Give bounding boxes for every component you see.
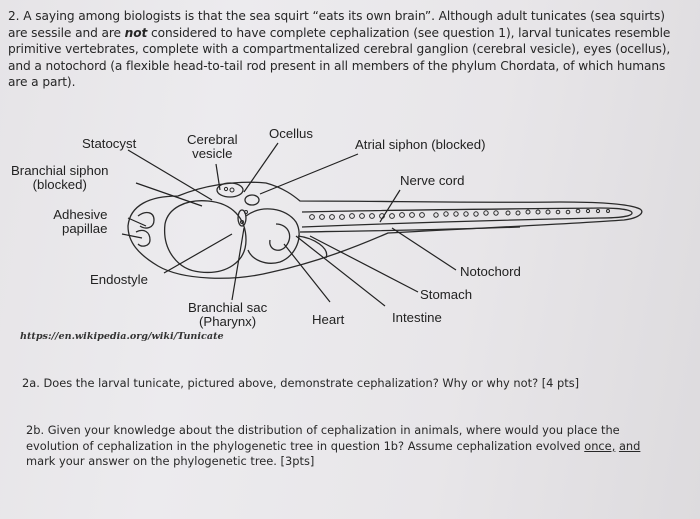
question-2-emphasis: not <box>124 25 148 40</box>
question-2-part2: considered to have complete cephalizatio… <box>8 25 671 90</box>
question-2b-underline-once: once, <box>584 438 616 453</box>
label-ocellus: Ocellus <box>269 126 313 141</box>
label-branchial-siphon-line2: (blocked) <box>32 177 87 192</box>
label-intestine: Intestine <box>392 310 442 325</box>
larva-body-outline <box>127 181 643 279</box>
label-endostyle: Endostyle <box>90 272 148 287</box>
label-branchial-sac-line1: Branchial sac <box>188 300 268 315</box>
label-heart: Heart <box>312 312 345 327</box>
question-2a-text: 2a. Does the larval tunicate, pictured a… <box>22 376 580 390</box>
label-cerebral-vesicle-line1: Cerebral <box>187 132 238 147</box>
question-2b-text: 2b. Given your knowledge about the distr… <box>26 423 666 470</box>
label-notochord: Notochord <box>460 264 521 279</box>
label-cerebral-vesicle: Cerebral vesicle <box>187 133 238 161</box>
source-citation: https://en.wikipedia.org/wiki/Tunicate <box>20 331 224 342</box>
label-branchial-siphon: Branchial siphon (blocked) <box>11 164 109 192</box>
label-branchial-sac-line2: (Pharynx) <box>199 314 257 329</box>
label-atrial-siphon: Atrial siphon (blocked) <box>355 137 486 152</box>
label-adhesive-papillae-line2: papillae <box>62 221 108 236</box>
label-adhesive-papillae: Adhesive papillae <box>52 208 107 236</box>
label-stomach: Stomach <box>420 287 473 302</box>
notochord-band <box>301 207 633 228</box>
question-2-text: 2. A saying among biologists is that the… <box>8 8 673 91</box>
label-branchial-sac: Branchial sac (Pharynx) <box>188 301 267 329</box>
question-2b-part2: mark your answer on the phylogenetic tre… <box>26 454 315 468</box>
question-2b-underline-and: and <box>618 438 641 453</box>
label-nerve-cord: Nerve cord <box>400 173 465 188</box>
cerebral-vesicle-shape <box>216 182 244 198</box>
question-2-part1: 2. A saying among biologists is that the… <box>8 9 665 40</box>
pharynx-outline <box>164 200 247 274</box>
question-2b-part1: 2b. Given your knowledge about the distr… <box>26 423 620 453</box>
tunicate-larva-diagram <box>121 142 643 307</box>
label-statocyst: Statocyst <box>82 136 137 151</box>
label-branchial-siphon-line1: Branchial siphon <box>11 163 109 178</box>
label-adhesive-papillae-line1: Adhesive <box>53 207 108 222</box>
gut-outline <box>245 208 300 264</box>
label-cerebral-vesicle-line2: vesicle <box>192 146 233 161</box>
